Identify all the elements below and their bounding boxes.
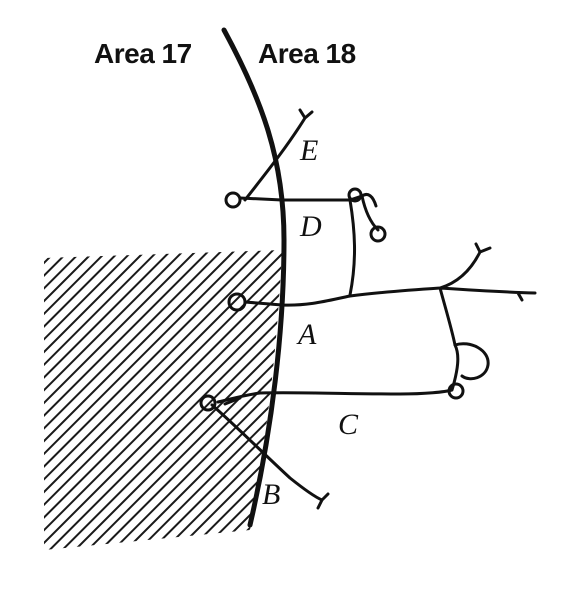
cell-body-d2 xyxy=(369,225,387,243)
fibre-e xyxy=(243,108,314,202)
cell-body-b xyxy=(199,394,217,412)
pathway-label-b: B xyxy=(262,478,281,511)
pathway-label-d: D xyxy=(300,210,322,243)
cell-body-a xyxy=(227,292,247,312)
area-17-label: Area 17 xyxy=(94,38,192,69)
cell-body-d1 xyxy=(347,187,363,203)
pathway-label-e: E xyxy=(300,134,319,167)
cell-body-c xyxy=(447,382,465,400)
fibre-d xyxy=(238,192,380,297)
cell-body-e xyxy=(224,191,242,209)
pathway-label-c: C xyxy=(338,408,359,441)
area-18-label: Area 18 xyxy=(258,38,356,69)
fibre-b xyxy=(210,396,330,510)
pathway-label-a: A xyxy=(298,318,317,351)
fibre-a xyxy=(243,242,537,381)
fibre-c xyxy=(216,343,460,404)
hatched-region xyxy=(44,250,282,550)
area-boundary-line xyxy=(221,27,287,528)
